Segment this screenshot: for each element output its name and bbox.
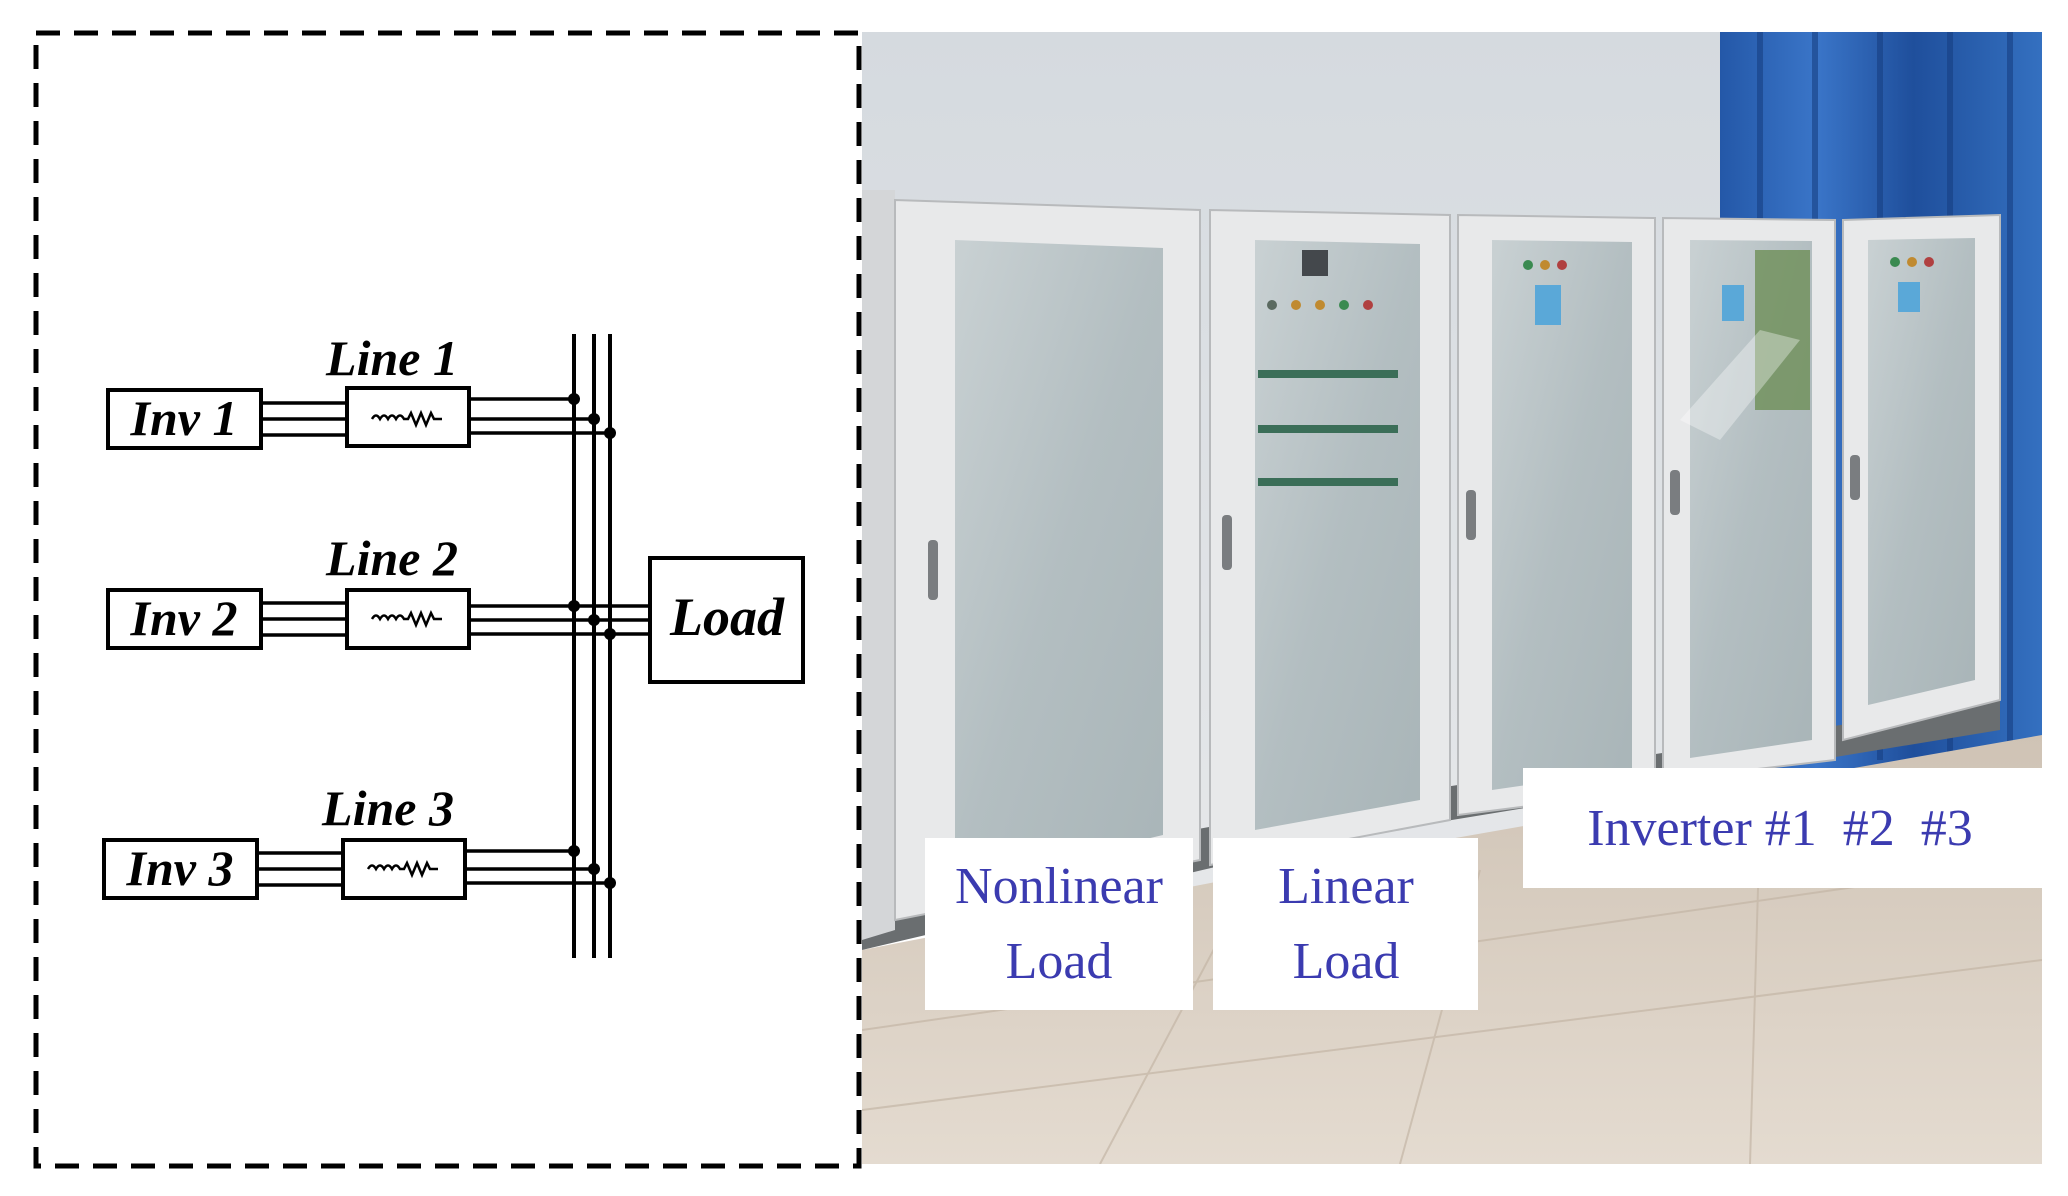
inverter-box	[106, 388, 263, 450]
load-box	[648, 556, 805, 684]
branch-inv-2: Inv 2 Line 2	[106, 530, 650, 650]
load-label: Load	[669, 587, 785, 647]
label-inverters: Inverter #1 #2 #3	[1523, 768, 2042, 888]
line-label: Line 1	[325, 330, 458, 386]
lab-photo: Nonlinear Load Linear Load Inverter #1 #…	[862, 32, 2042, 1164]
cabinet-row	[862, 190, 2001, 940]
nonlinear-line1: Nonlinear	[955, 858, 1163, 915]
inverter-label: Inv 1	[130, 390, 238, 446]
rl-symbol	[370, 609, 442, 629]
schematic-panel: Inv 1 Line 1 Inv 2 Line	[33, 30, 862, 1169]
rl-symbol	[366, 859, 438, 879]
linear-line2: Load	[1293, 933, 1400, 990]
load: Load	[648, 556, 805, 684]
linear-line1: Linear	[1278, 858, 1414, 915]
inverter-label: Inv 2	[130, 590, 238, 646]
inverter-label: Inv 3	[126, 840, 234, 896]
label-nonlinear-load: Nonlinear Load	[925, 838, 1193, 1010]
nonlinear-line2: Load	[1006, 933, 1113, 990]
inverter-caption: Inverter #1 #2 #3	[1587, 800, 1973, 857]
line-label: Line 2	[325, 530, 458, 586]
dashed-border	[33, 30, 862, 1169]
branch-inv-3: Inv 3 Line 3	[102, 780, 616, 900]
rl-symbol	[370, 409, 442, 429]
branch-inv-1: Inv 1 Line 1	[106, 330, 616, 450]
label-linear-load: Linear Load	[1213, 838, 1478, 1010]
line-label: Line 3	[321, 780, 454, 836]
